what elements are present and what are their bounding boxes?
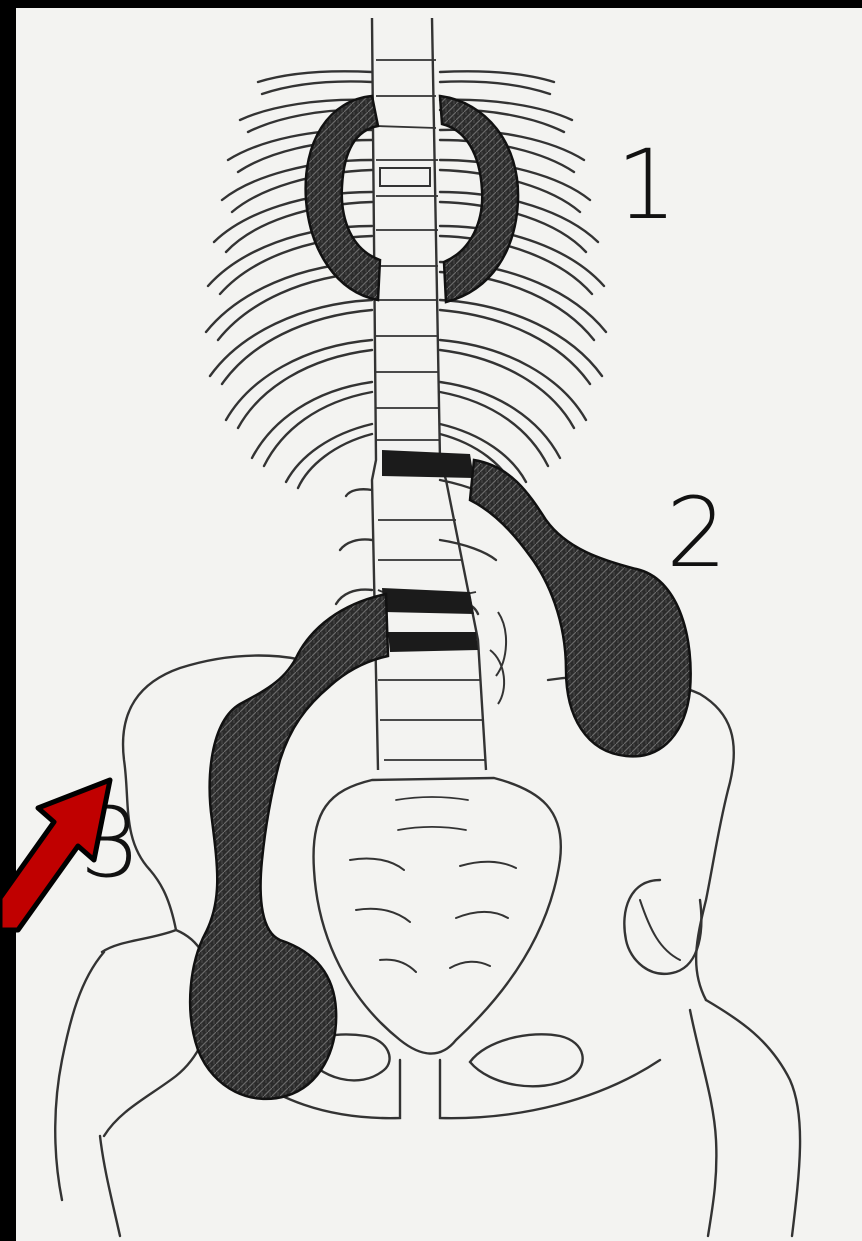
label-2: 2 — [666, 477, 727, 589]
lesion-lower — [388, 632, 478, 652]
label-1: 1 — [616, 129, 677, 241]
lesion-middle — [382, 588, 474, 614]
paper-background — [16, 8, 862, 1241]
lesion-upper — [382, 450, 474, 478]
